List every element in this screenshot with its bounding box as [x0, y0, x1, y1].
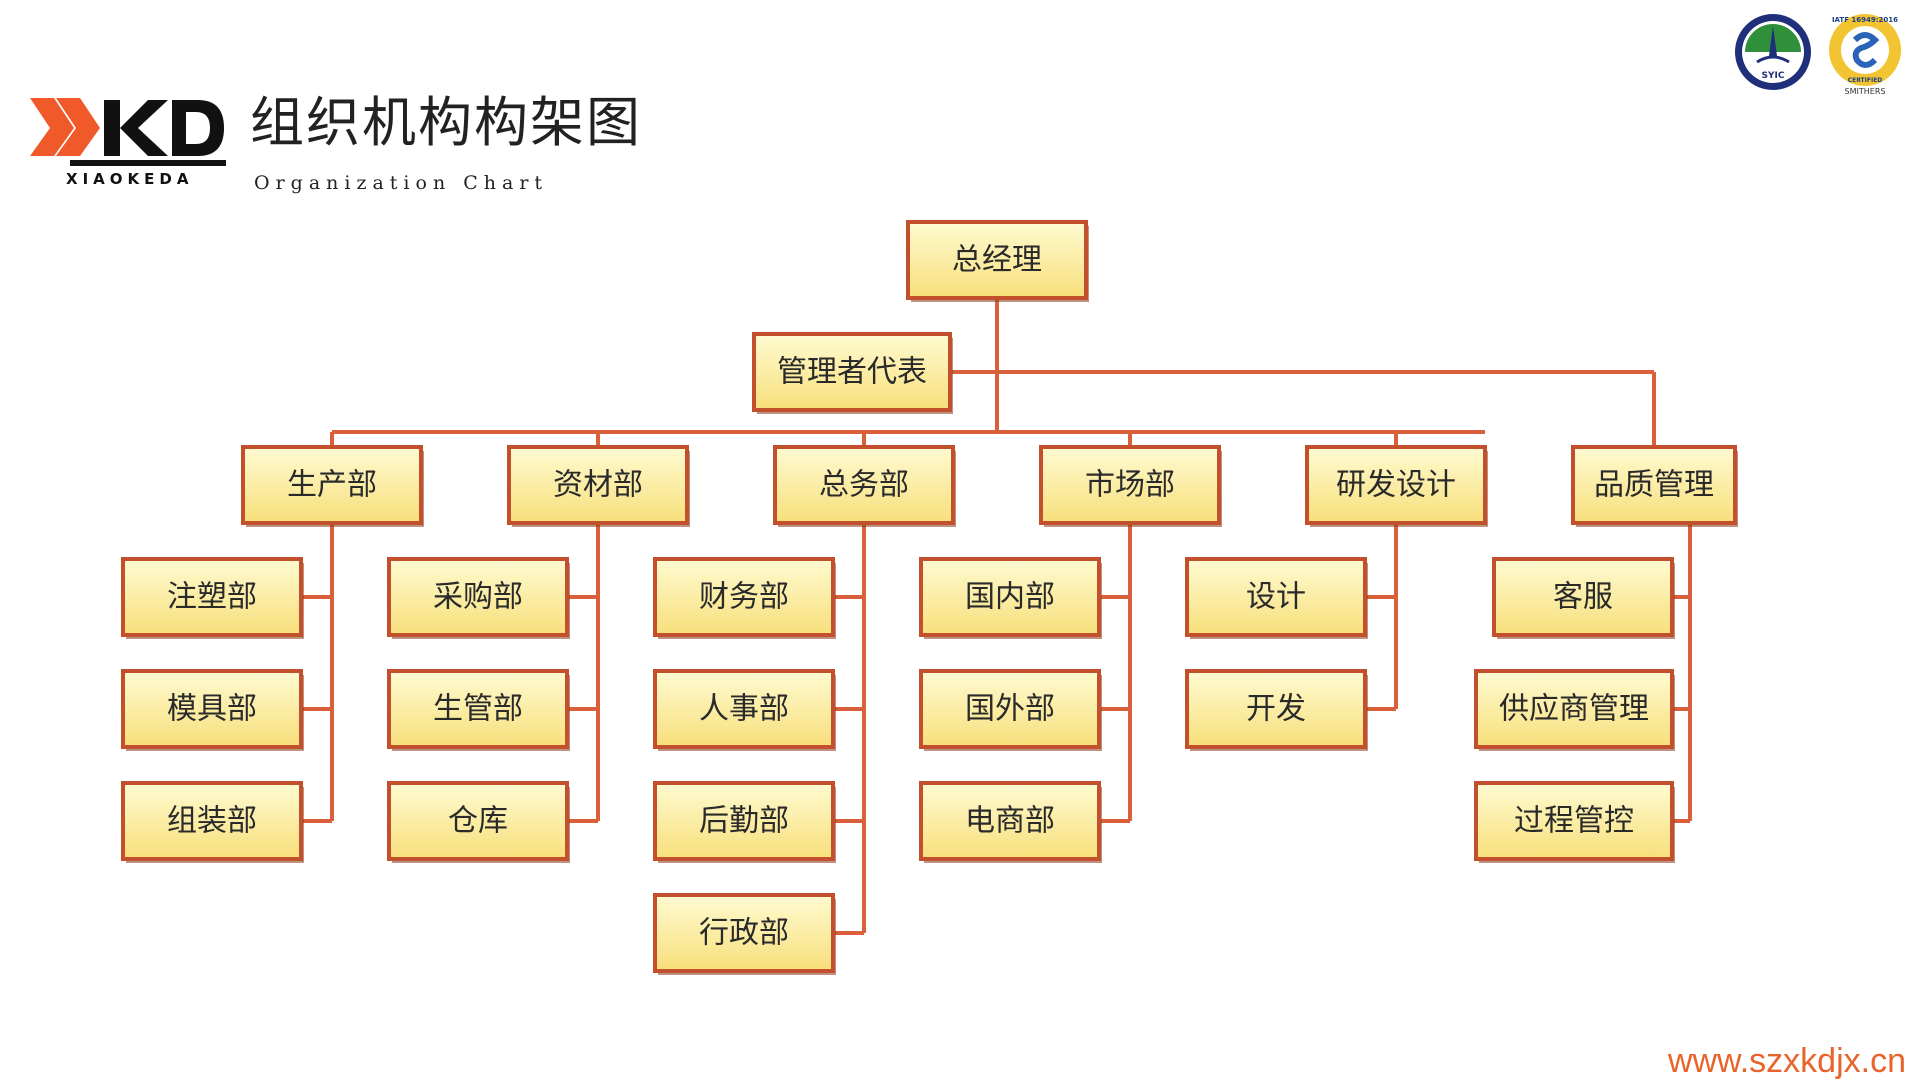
box-dept-0-label: 生产部 [287, 468, 377, 503]
box-unit-1-2: 仓库 [387, 781, 570, 863]
iatf-smithers-label: SMITHERS [1845, 87, 1886, 96]
box-unit-2-3-label: 行政部 [699, 916, 789, 951]
box-unit-5-2: 过程管控 [1474, 781, 1675, 863]
box-dept-4: 研发设计 [1305, 445, 1488, 527]
box-unit-5-0: 客服 [1492, 557, 1675, 639]
box-unit-0-0: 注塑部 [121, 557, 304, 639]
iatf-badge-icon: IATF 16949:2016 CERTIFIED SMITHERS [1829, 14, 1901, 96]
box-management-rep-label: 管理者代表 [777, 355, 927, 390]
logo-subtext: XIAOKEDA [66, 170, 194, 188]
box-unit-1-0: 采购部 [387, 557, 570, 639]
box-unit-0-1-label: 模具部 [167, 692, 257, 727]
iatf-certified-label: CERTIFIED [1848, 77, 1883, 84]
box-unit-3-2: 电商部 [919, 781, 1102, 863]
box-unit-5-1-label: 供应商管理 [1499, 692, 1649, 727]
box-unit-2-0-label: 财务部 [699, 580, 789, 615]
org-connectors [301, 298, 1692, 935]
box-unit-5-2-label: 过程管控 [1514, 804, 1634, 839]
box-dept-2: 总务部 [773, 445, 956, 527]
box-management-rep: 管理者代表 [752, 332, 953, 414]
box-dept-3: 市场部 [1039, 445, 1222, 527]
box-dept-1: 资材部 [507, 445, 690, 527]
box-dept-5-label: 品质管理 [1594, 468, 1714, 503]
box-unit-3-1: 国外部 [919, 669, 1102, 751]
box-unit-2-2-label: 后勤部 [699, 804, 789, 839]
box-unit-3-0: 国内部 [919, 557, 1102, 639]
box-general-manager-label: 总经理 [952, 243, 1042, 278]
syic-badge-label: SYIC [1762, 71, 1785, 81]
box-unit-2-1: 人事部 [653, 669, 836, 751]
syic-badge-icon: SYIC [1735, 14, 1811, 90]
box-unit-4-0-label: 设计 [1246, 580, 1306, 615]
box-unit-0-0-label: 注塑部 [167, 580, 257, 615]
box-unit-0-1: 模具部 [121, 669, 304, 751]
box-dept-2-label: 总务部 [819, 468, 909, 503]
box-dept-4-label: 研发设计 [1336, 468, 1456, 503]
box-unit-3-1-label: 国外部 [965, 692, 1055, 727]
box-dept-1-label: 资材部 [553, 468, 643, 503]
company-logo: XIAOKEDA [30, 98, 226, 198]
page-subtitle: Organization Chart [254, 172, 549, 194]
website-link[interactable]: www.szxkdjx.cn [1667, 1042, 1906, 1080]
box-unit-2-2: 后勤部 [653, 781, 836, 863]
box-unit-5-1: 供应商管理 [1474, 669, 1675, 751]
box-unit-3-2-label: 电商部 [965, 804, 1055, 839]
box-unit-0-2: 组装部 [121, 781, 304, 863]
box-unit-1-0-label: 采购部 [433, 580, 523, 615]
xkd-logo-mark [30, 98, 226, 166]
box-unit-2-0: 财务部 [653, 557, 836, 639]
box-dept-0: 生产部 [241, 445, 424, 527]
box-unit-1-1: 生管部 [387, 669, 570, 751]
box-unit-3-0-label: 国内部 [965, 580, 1055, 615]
box-unit-5-0-label: 客服 [1553, 580, 1613, 615]
box-general-manager: 总经理 [906, 220, 1089, 302]
box-dept-3-label: 市场部 [1085, 468, 1175, 503]
iatf-badge-label: IATF 16949:2016 [1832, 16, 1898, 24]
box-unit-4-1-label: 开发 [1246, 692, 1306, 727]
box-unit-2-3: 行政部 [653, 893, 836, 975]
box-unit-0-2-label: 组装部 [167, 804, 257, 839]
box-unit-1-2-label: 仓库 [448, 804, 508, 839]
box-unit-4-0: 设计 [1185, 557, 1368, 639]
box-unit-2-1-label: 人事部 [699, 692, 789, 727]
page-title: 组织机构构架图 [250, 91, 642, 154]
box-unit-4-1: 开发 [1185, 669, 1368, 751]
box-dept-5: 品质管理 [1571, 445, 1738, 527]
box-unit-1-1-label: 生管部 [433, 692, 523, 727]
